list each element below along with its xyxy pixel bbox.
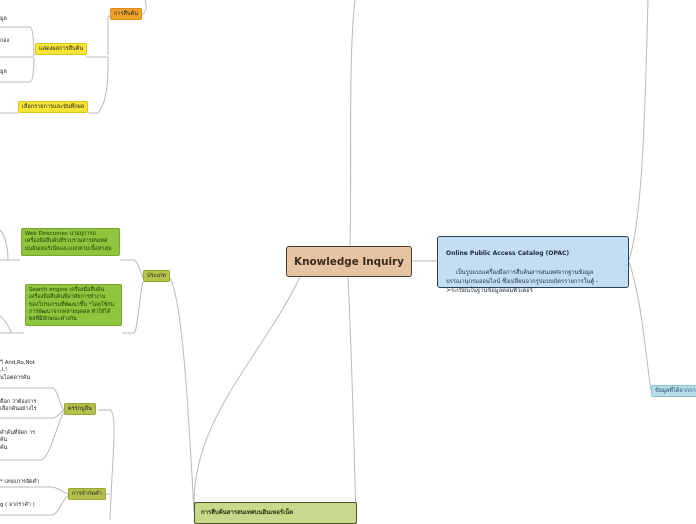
trunk-line-down	[347, 276, 357, 520]
right-data-tag[interactable]: ข้อมูลที่ได้จากการ	[651, 385, 696, 397]
opac-node[interactable]: Online Public Access Catalog (OPAC) เป็น…	[437, 236, 629, 294]
opac-body: เป็นรูปแบบเครื่องมือการสืบค้นสารสนเทศจาก…	[446, 269, 599, 295]
line-types-main	[169, 277, 195, 513]
logic-fragment-3: คำค้นที่จัดก าร ค้น ค้น	[0, 430, 36, 451]
search-result-tag[interactable]: การสืบค้น	[110, 8, 143, 20]
line-logic-3	[0, 411, 65, 461]
opac-title: Online Public Access Catalog (OPAC)	[446, 250, 570, 258]
boolean-logic-tag[interactable]: ตรรกบูลีน	[64, 403, 96, 415]
line-right-branch	[628, 0, 649, 261]
trunk-line-up	[349, 0, 356, 247]
select-save-tag[interactable]: เลือกรายการและบันทึกผล	[18, 101, 89, 113]
logic-fragment-1: าี And,Ro,Not ,I,! นโอตคารค้น	[0, 360, 35, 381]
internet-search-node[interactable]: การสืบค้นสารสนเทศบนอินเทอร์เน็ต	[194, 502, 357, 524]
central-topic[interactable]: Knowledge Inquiry	[286, 246, 412, 277]
line-logic-1	[0, 387, 65, 411]
line-limit-1	[0, 486, 69, 495]
line-top-3	[0, 26, 35, 57]
top-left-fragment-2: กอง	[0, 38, 10, 44]
limit-fragment-1: * เลขแการจัดคำ	[0, 479, 40, 485]
line-types-1	[120, 259, 144, 279]
line-top-5	[0, 57, 35, 83]
limit-fragment-2: g ( จากราคำ )	[0, 502, 35, 508]
line-types-2	[122, 281, 144, 334]
show-result-tag[interactable]: แสดงผลการสืบค้น	[35, 43, 88, 55]
logic-fragment-2: คือก ว่าต้องการ เลือกคันอย่างไร	[0, 399, 37, 413]
line-logic-2	[0, 409, 65, 419]
line-search-left	[0, 315, 24, 334]
web-directories-node[interactable]: Web Directories นามบุการม เครื่องมือสืบค…	[21, 228, 120, 256]
line-limit-2	[0, 495, 69, 516]
types-tag[interactable]: ประเภท	[143, 270, 170, 282]
top-left-fragment-3: มูล	[0, 69, 7, 75]
line-web-left	[0, 229, 20, 261]
search-engine-node[interactable]: Search engine เครื่องมือสืบค้น เครื่องมื…	[25, 284, 122, 327]
line-top-7	[88, 56, 109, 114]
top-left-fragment-1: มูล	[0, 16, 7, 22]
term-limit-tag[interactable]: การจำกัดคำ	[68, 488, 106, 500]
line-central-internet	[193, 276, 301, 513]
line-logic-main	[98, 409, 115, 520]
line-right-branch-2	[628, 261, 652, 391]
